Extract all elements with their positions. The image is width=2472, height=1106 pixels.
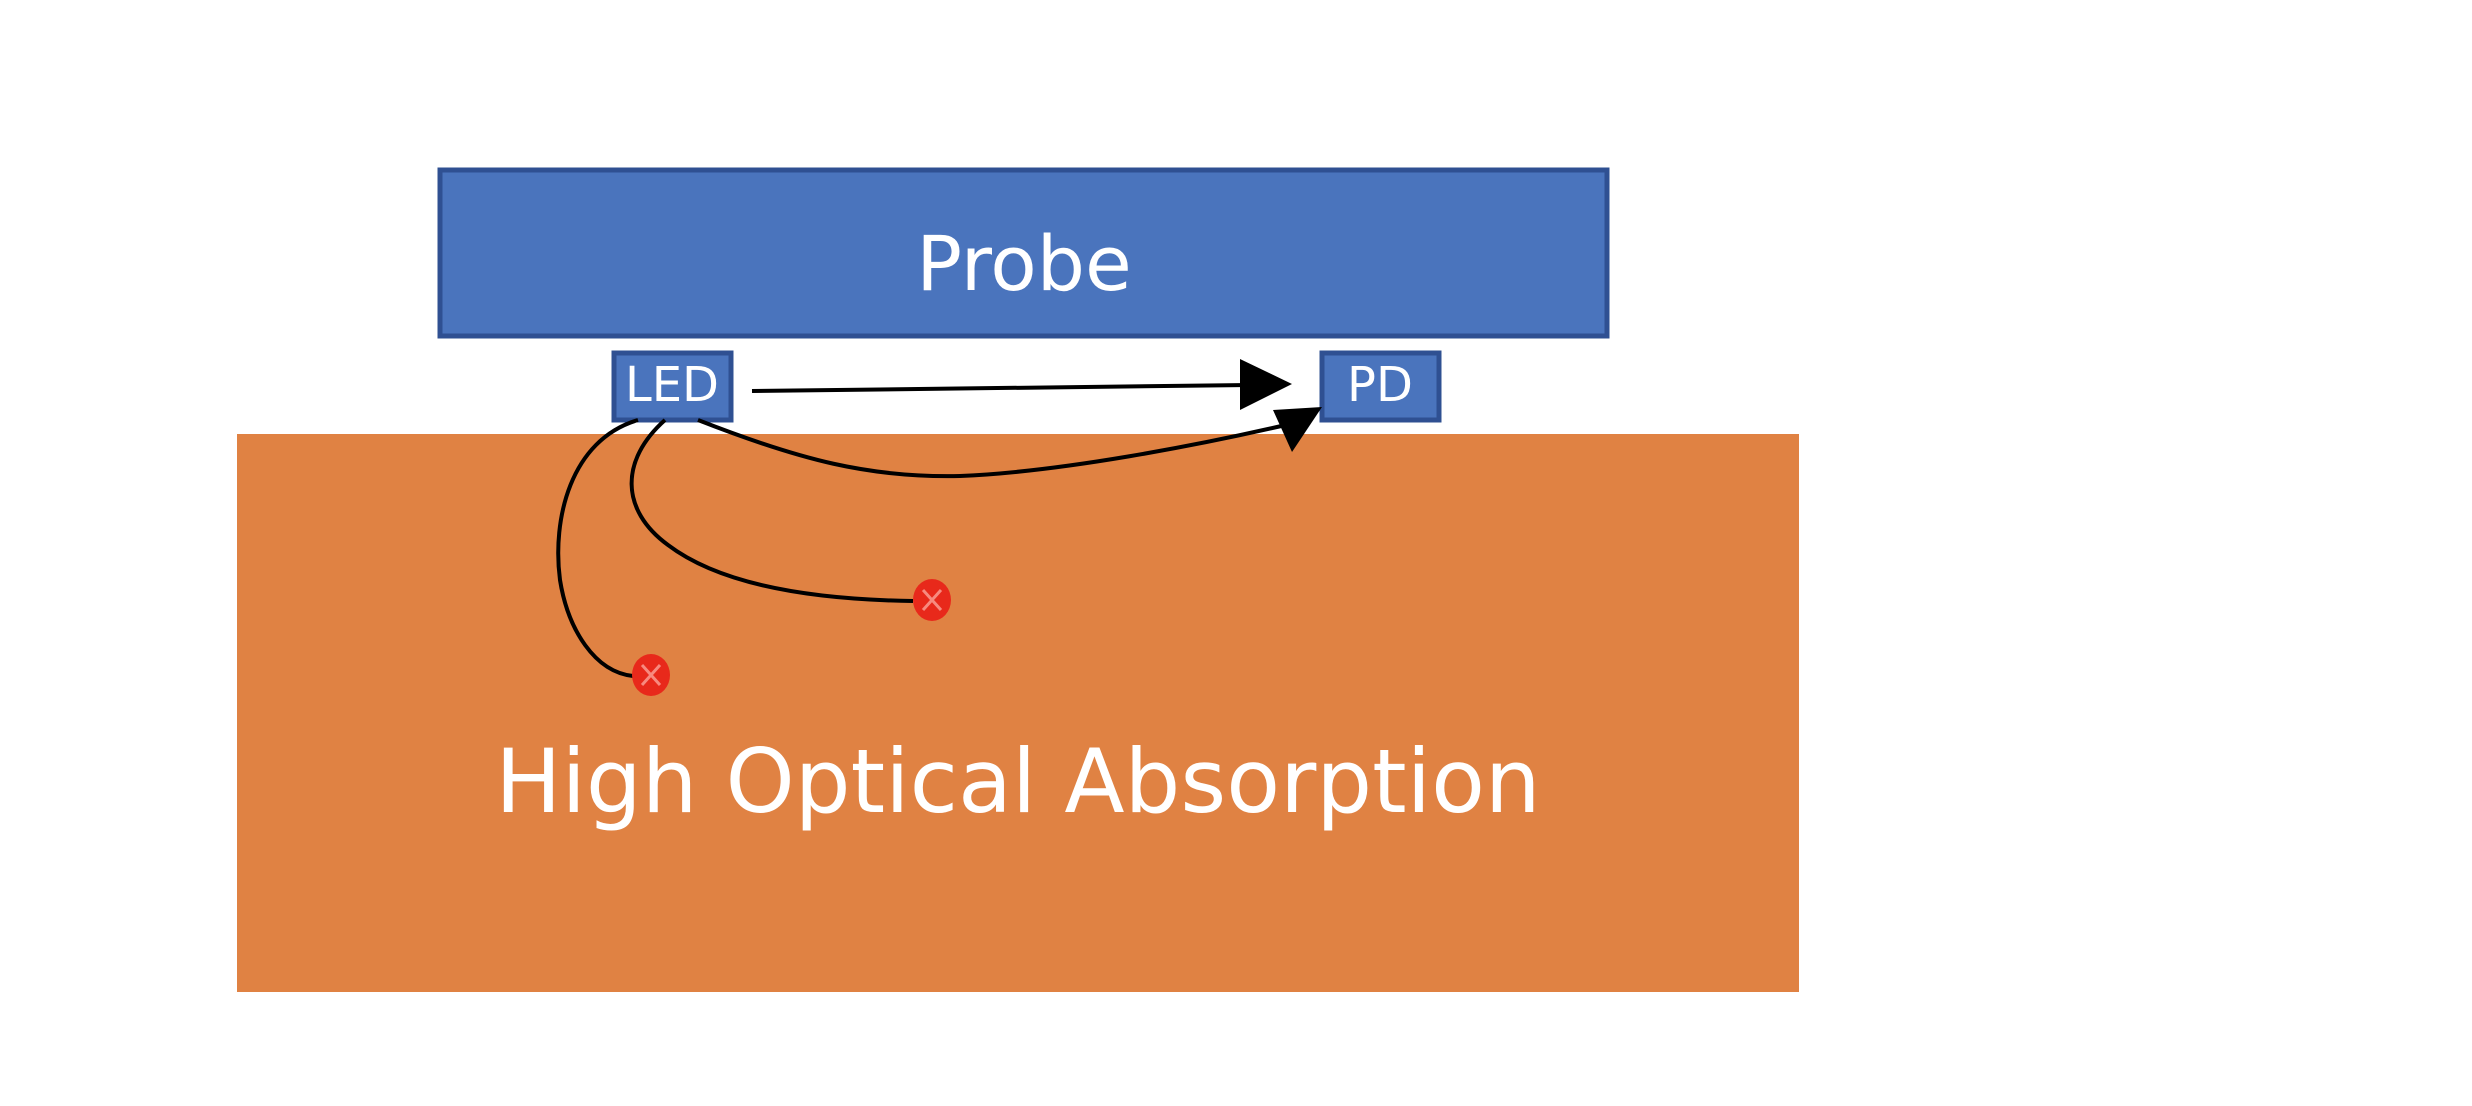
- absorbed-path-lateral: [629, 418, 914, 603]
- absorbed-path-deep: [556, 418, 639, 678]
- tissue-label: High Optical Absorption: [495, 730, 1540, 833]
- absorbed-photon-icon: [913, 579, 951, 621]
- led-source: [611, 350, 734, 423]
- probe-body: [437, 167, 1610, 339]
- led-label: LED: [625, 357, 719, 413]
- pd-label: PD: [1347, 357, 1413, 413]
- reflected-path-arrowhead: [1273, 407, 1322, 452]
- tissue-block: [237, 434, 1799, 992]
- direct-path-arrowhead: [1240, 359, 1292, 410]
- absorbed-photon-icon: [632, 654, 670, 696]
- reflected-light-path: [697, 418, 1291, 479]
- probe-label: Probe: [916, 219, 1132, 308]
- direct-light-path: [751, 383, 1251, 393]
- photodetector: [1319, 350, 1442, 423]
